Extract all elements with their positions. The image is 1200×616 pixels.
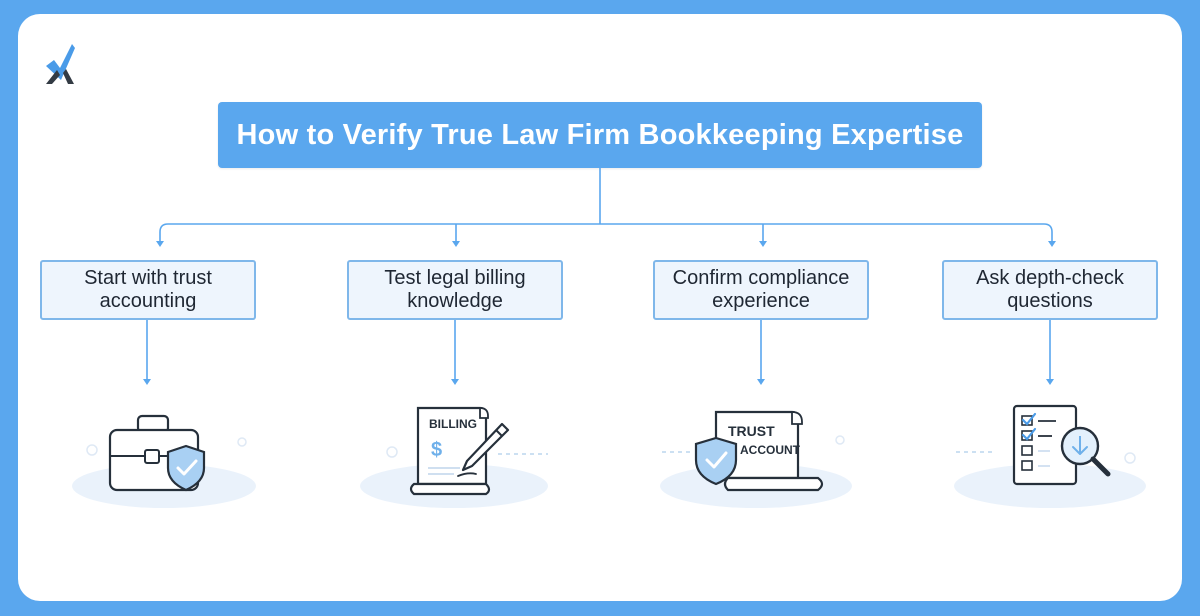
dollar-sign: $ [431, 439, 442, 461]
step-box-trust-accounting: Start with trust accounting [40, 260, 256, 320]
account-label: ACCOUNT [740, 443, 801, 457]
checklist-magnifier-icon [954, 404, 1146, 508]
trust-label: TRUST [728, 423, 775, 439]
diagram-title: How to Verify True Law Firm Bookkeeping … [218, 102, 982, 168]
billing-document-icon: BILLING $ [360, 406, 548, 508]
billing-label: BILLING [429, 417, 477, 431]
step-box-legal-billing: Test legal billing knowledge [347, 260, 563, 320]
trust-account-shield-icon: TRUST ACCOUNT [660, 410, 852, 508]
logo-icon [46, 44, 75, 84]
step-box-depth-check: Ask depth-check questions [942, 260, 1158, 320]
briefcase-shield-icon [72, 414, 256, 508]
step-box-compliance: Confirm compliance experience [653, 260, 869, 320]
